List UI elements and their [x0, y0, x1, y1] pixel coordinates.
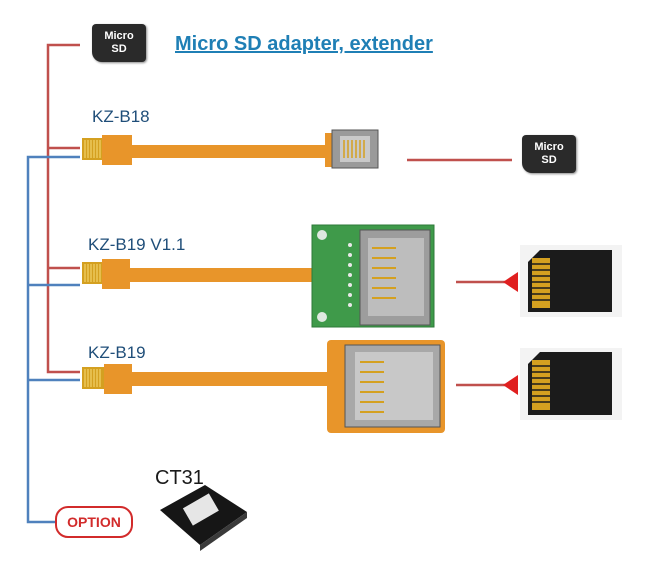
ct31-adapter-image	[160, 485, 247, 551]
product-label-kz-b19-v1-1: KZ-B19 V1.1	[88, 235, 186, 254]
micro-sd-card-label: SD	[541, 154, 557, 166]
sd-card-image	[520, 245, 622, 317]
product-label-ct31: CT31	[155, 467, 204, 489]
kz-b18-extender	[82, 129, 379, 169]
micro-sd-card-label: Micro	[104, 30, 134, 42]
micro-sd-card-image: Micro SD	[522, 135, 576, 173]
micro-sd-card-label: SD	[111, 43, 127, 55]
sd-card-image	[520, 348, 622, 420]
kz-b19-extender	[82, 340, 445, 433]
arrow-head	[503, 375, 518, 395]
option-badge: OPTION	[55, 506, 133, 538]
product-label-kz-b19: KZ-B19	[88, 343, 146, 362]
product-label-kz-b18: KZ-B18	[92, 107, 150, 126]
blue-connector-lines	[26, 155, 80, 524]
micro-sd-card-label: Micro	[534, 141, 564, 153]
arrow-head	[503, 272, 518, 292]
red-connector-lines	[46, 43, 512, 387]
kz-b19-v1-1-extender	[82, 224, 435, 328]
page-title: Micro SD adapter, extender	[175, 33, 433, 55]
micro-sd-card-image: Micro SD	[92, 24, 146, 62]
